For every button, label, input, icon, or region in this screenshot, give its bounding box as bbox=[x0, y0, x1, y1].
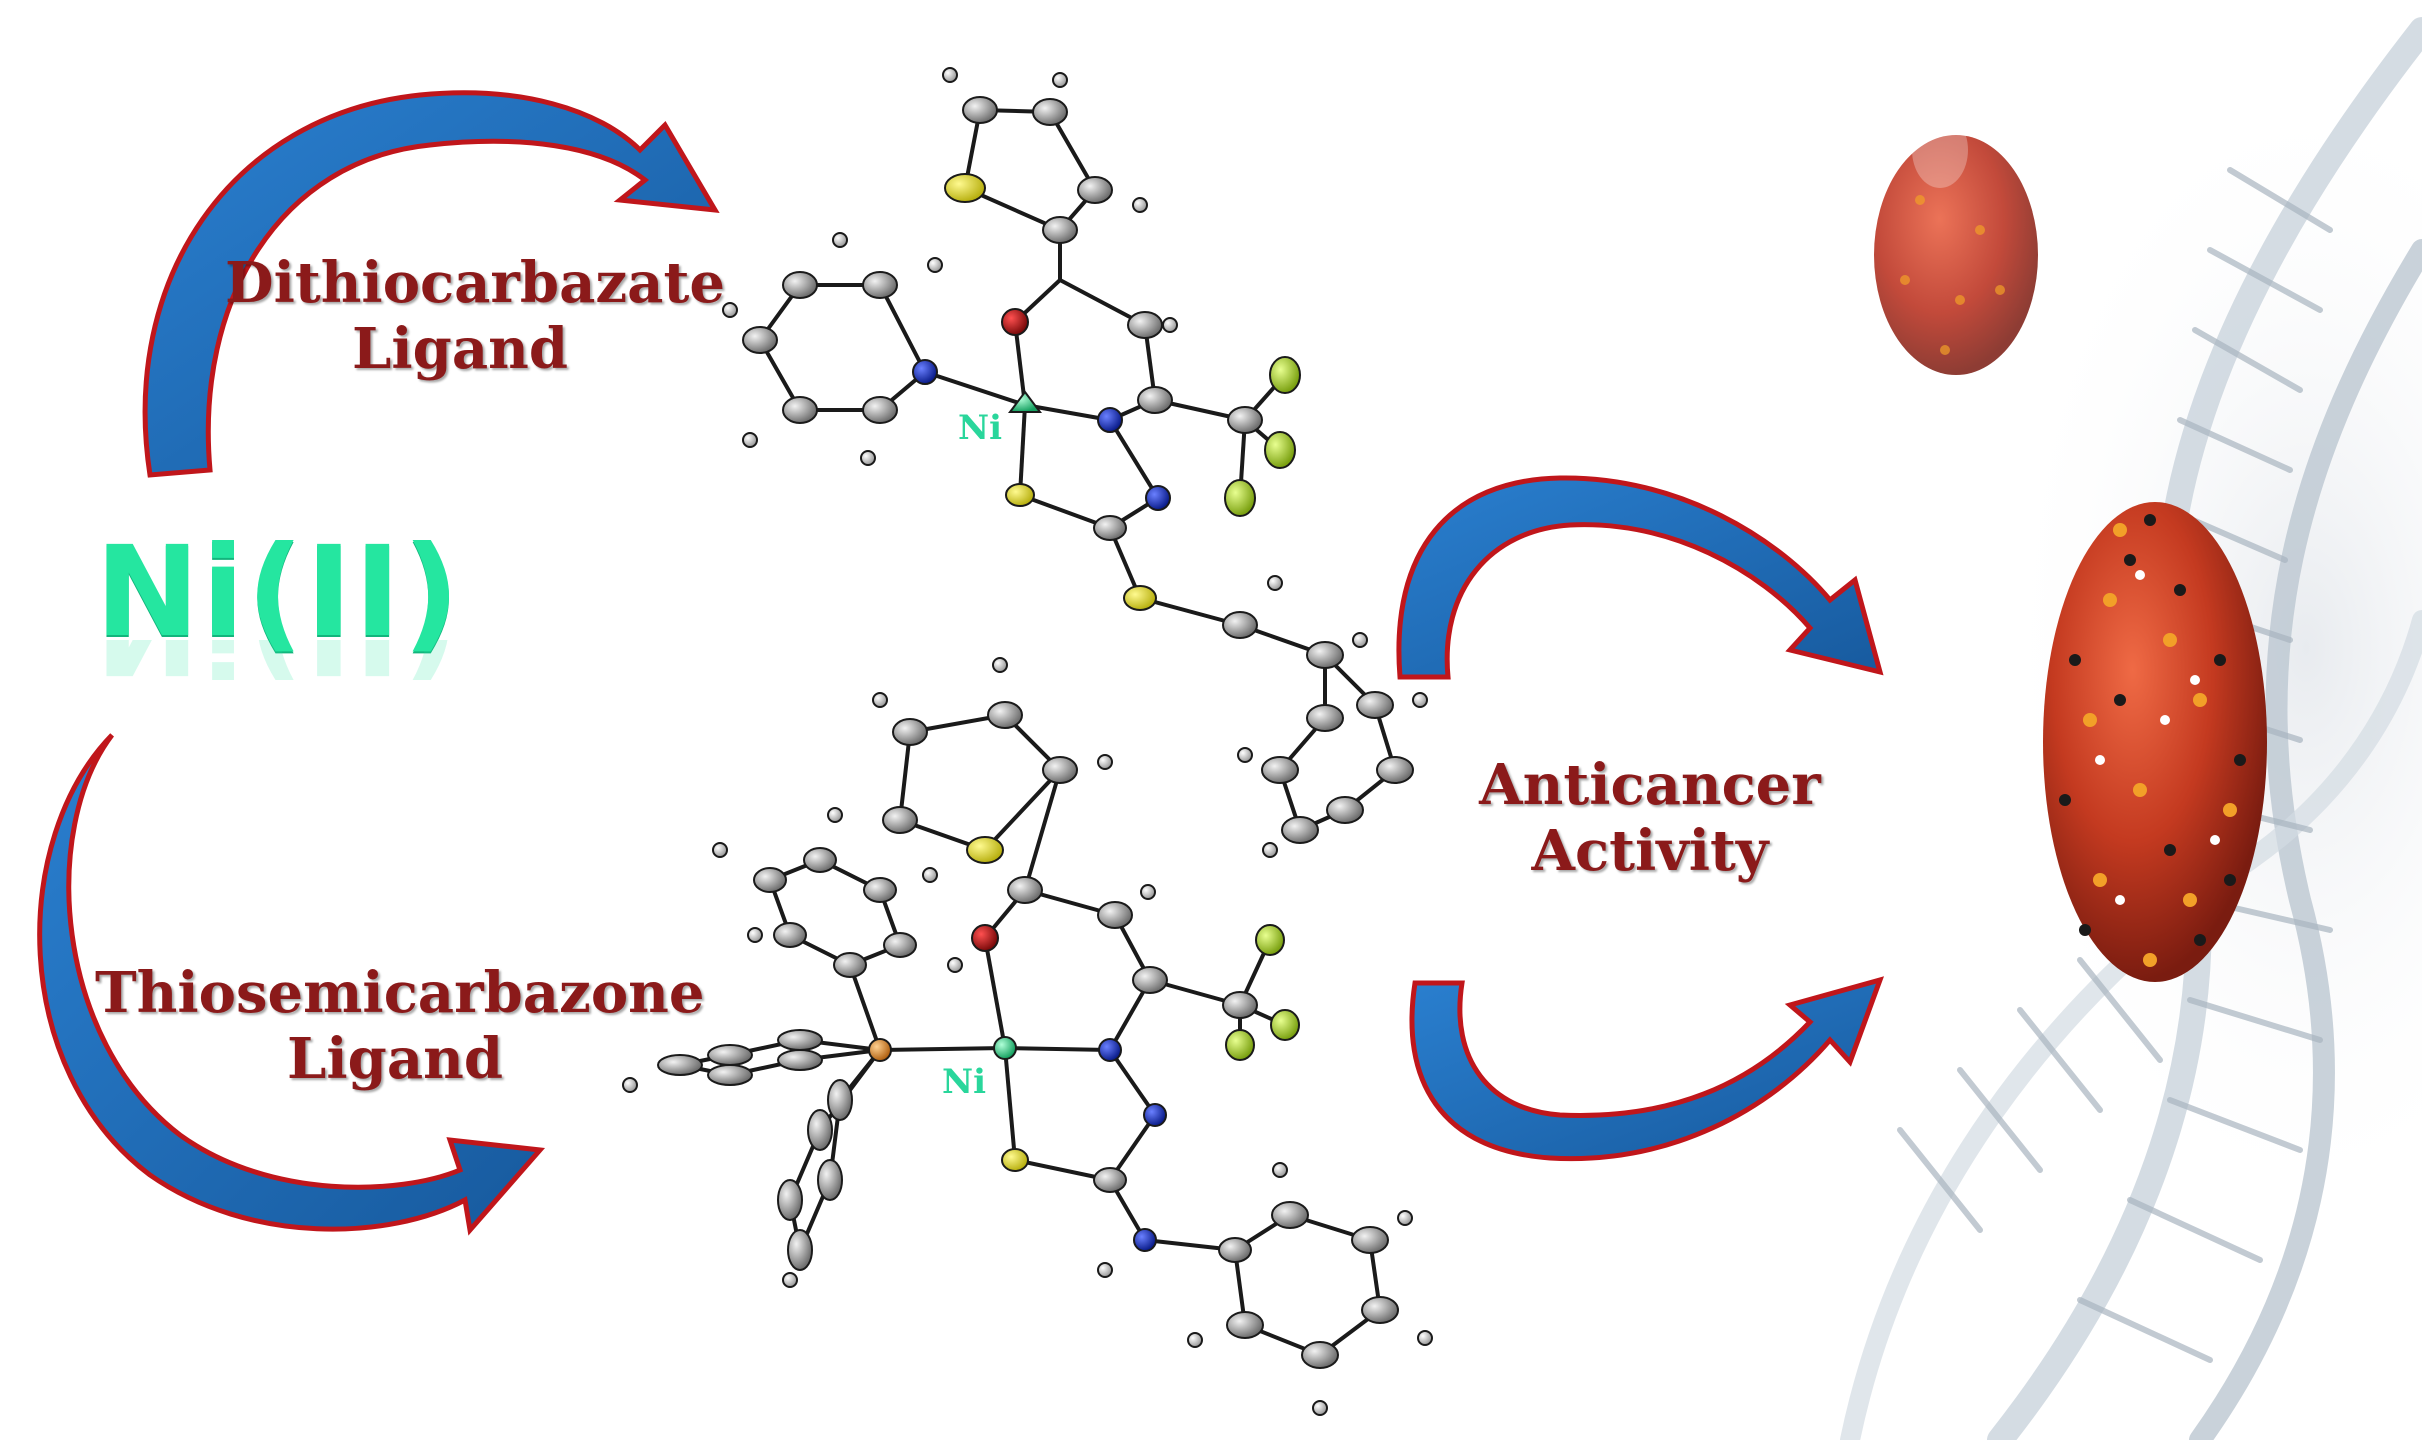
heavy-atoms bbox=[657, 701, 1399, 1369]
thiosemicarbazone-label-line1: Thiosemicarbazone bbox=[95, 960, 705, 1026]
metal-center-title: Ni(II) bbox=[95, 520, 462, 665]
ni-atom-label-bottom: Ni bbox=[942, 1062, 986, 1102]
anticancer-activity-label: Anticancer Activity bbox=[1450, 752, 1850, 884]
dna-background bbox=[1650, 0, 2422, 1440]
thiosemicarbazone-label-line2: Ligand bbox=[287, 1026, 503, 1093]
dithiocarbazate-label-line1: Dithiocarbazate bbox=[225, 250, 725, 316]
complex-dithiocarbazate bbox=[722, 67, 1428, 858]
arrow-to-cell-bottom bbox=[1409, 976, 1885, 1162]
hydrogen-atoms bbox=[622, 657, 1433, 1416]
arrow-to-dithiocarbazate bbox=[142, 90, 720, 478]
anticancer-label-line2: Activity bbox=[1531, 818, 1769, 885]
heavy-atoms bbox=[742, 96, 1414, 844]
arrow-to-cell-top bbox=[1396, 475, 1884, 680]
arrow-to-thiosemicarbazone bbox=[37, 733, 546, 1236]
metal-center-reflection: Ni(II) bbox=[95, 640, 462, 700]
dithiocarbazate-label-line2: Ligand bbox=[352, 316, 568, 383]
ni-atom-label-top: Ni bbox=[958, 408, 1002, 448]
anticancer-label-line1: Anticancer bbox=[1479, 752, 1821, 818]
cancer-cell-top bbox=[1874, 112, 2038, 375]
cancer-cell-bottom bbox=[2043, 502, 2267, 982]
thiosemicarbazone-ligand-label: Thiosemicarbazone Ligand bbox=[95, 960, 705, 1093]
dithiocarbazate-ligand-label: Dithiocarbazate Ligand bbox=[225, 250, 725, 383]
hydrogen-atoms bbox=[722, 67, 1428, 858]
complex-thiosemicarbazone bbox=[622, 657, 1433, 1416]
